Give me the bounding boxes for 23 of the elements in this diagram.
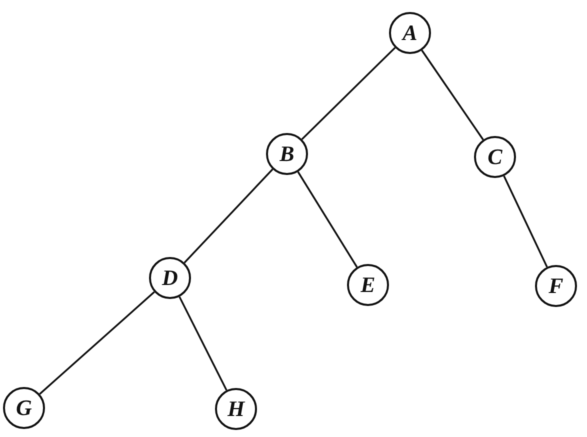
node-label: F xyxy=(548,275,564,297)
connector-line xyxy=(301,47,396,140)
tree-node-circle xyxy=(266,133,308,175)
tree-node-circle xyxy=(347,264,389,306)
connector-line xyxy=(297,171,358,268)
node-label: C xyxy=(488,146,502,168)
tree-node-circle xyxy=(3,387,45,429)
tree-node-circle xyxy=(535,265,577,307)
node-label: G xyxy=(16,397,32,419)
connector-line xyxy=(421,50,484,140)
connector-line xyxy=(184,168,274,264)
node-label: A xyxy=(402,22,418,44)
tree-node-circle xyxy=(149,257,191,299)
connector-line xyxy=(503,176,548,268)
connector-line xyxy=(178,296,228,391)
tree-node-circle xyxy=(215,388,257,430)
node-label: D xyxy=(162,267,178,289)
node-label: E xyxy=(360,274,376,296)
tree-node-circle xyxy=(389,12,431,54)
connector-line xyxy=(39,291,155,395)
tree-node-circle xyxy=(474,136,516,178)
node-label: B xyxy=(280,143,294,165)
node-label: H xyxy=(227,398,245,420)
